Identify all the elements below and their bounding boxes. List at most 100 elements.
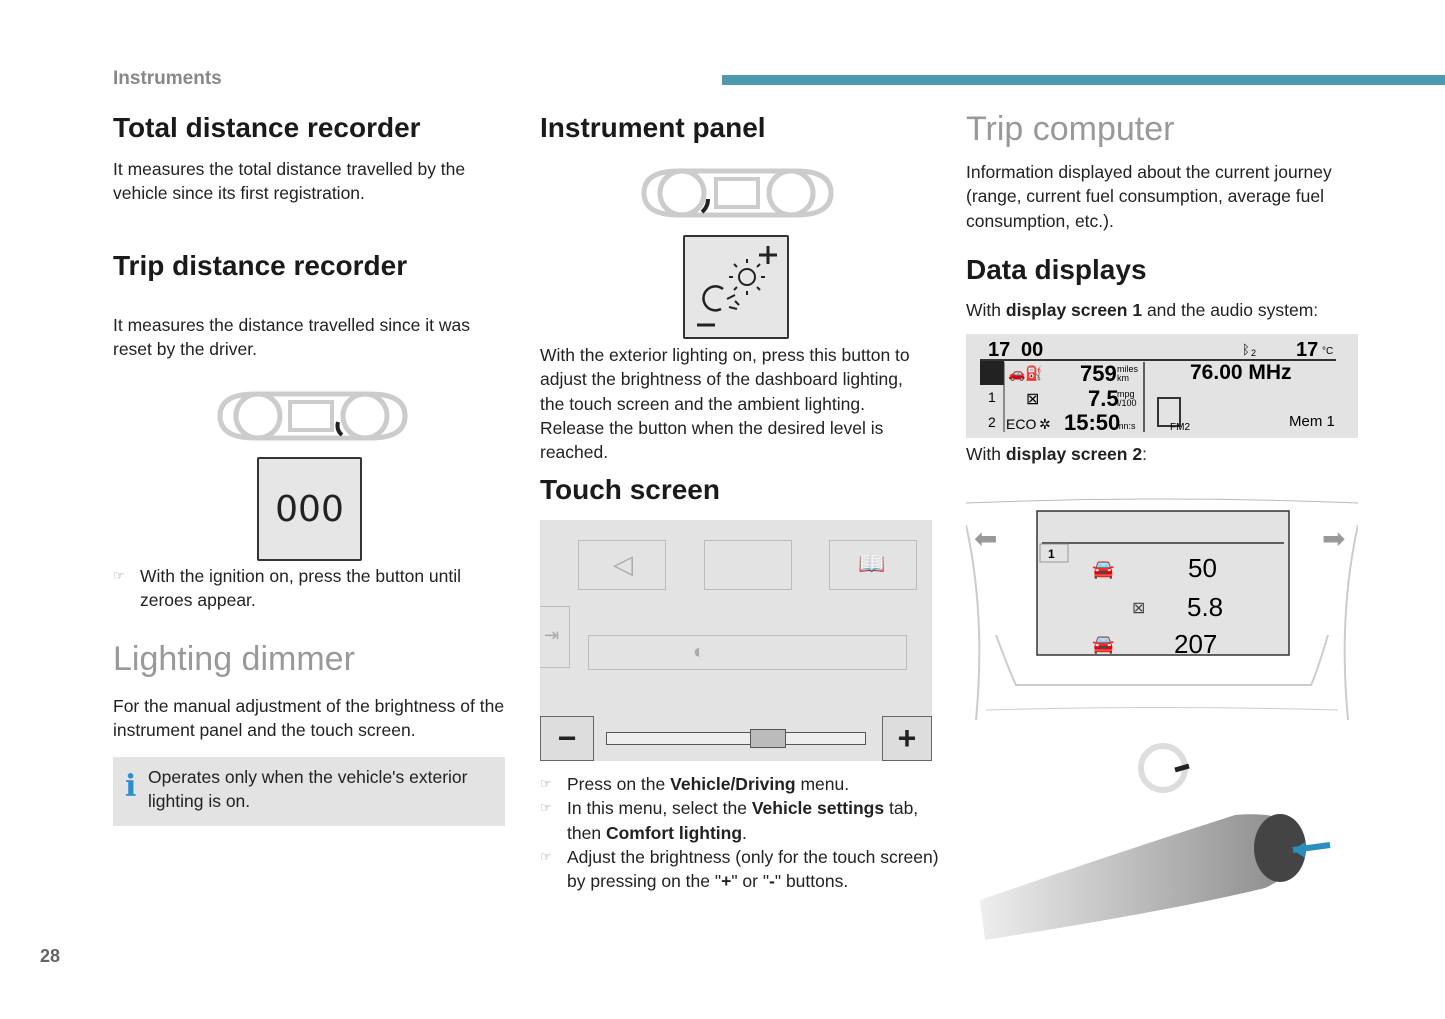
car-distance-icon: 🚘	[1092, 634, 1114, 654]
speaker-icon: ◁	[613, 549, 633, 579]
radio-icon	[1157, 397, 1181, 427]
page-number: 28	[40, 946, 61, 966]
range-unit-km: km	[1117, 373, 1129, 383]
hand-pointer-icon: ☞	[540, 800, 552, 816]
clock-hour: 17	[988, 339, 1010, 361]
left-arrow-icon: ⬅	[974, 523, 997, 554]
section-label: Instruments	[113, 68, 222, 89]
range-value: 759	[1080, 361, 1117, 386]
total-distance-text: It measures the total distance travelled…	[113, 159, 466, 204]
reset-button-label: 000	[275, 489, 344, 530]
memory-preset: Mem 1	[1289, 413, 1335, 430]
brightness-slider[interactable]	[606, 729, 866, 748]
info-book-tile[interactable]: 📖	[829, 540, 917, 590]
trip-computer-title: Trip computer	[966, 110, 1175, 148]
info-icon: i	[125, 769, 137, 804]
info-box: i Operates only when the vehicle's exter…	[113, 757, 505, 826]
avg-consumption-value: 5.8	[1187, 592, 1223, 622]
touch-step: ☞ Adjust the brightness (only for the tou…	[540, 845, 940, 894]
contrast-icon: ◐	[693, 641, 706, 663]
cons-unit-l100: l/100	[1117, 398, 1137, 408]
display-screen-1: 17 00 ᛒ 2 17 °C 1 2 🚗⛽ 759 miles km ⊠ 7.…	[966, 334, 1358, 438]
touch-screen-illustration: ◁ 📖 ⇥ ◐ − +	[540, 520, 932, 761]
step-text: .	[742, 822, 747, 843]
car-range-icon: 🚗⛽	[1008, 365, 1043, 382]
slider-thumb[interactable]	[750, 729, 787, 748]
instrument-panel-text: With the exterior lighting on, press thi…	[540, 345, 910, 463]
distance-value: 207	[1174, 629, 1217, 659]
temp-unit: °C	[1322, 346, 1333, 357]
data-displays-title: Data displays	[966, 254, 1147, 285]
bluetooth-icon: ᛒ	[1242, 342, 1250, 357]
lighting-dimmer-title: Lighting dimmer	[113, 640, 355, 678]
consumption-value: 7.5	[1088, 386, 1119, 411]
instrument-cluster-icon	[641, 168, 834, 218]
touch-step: ☞ In this menu, select the Vehicle settin…	[540, 796, 940, 845]
clock-minute: 00	[1021, 339, 1043, 361]
audio-settings-tile[interactable]: ◁	[578, 540, 666, 590]
hand-pointer-icon: ☞	[113, 568, 125, 583]
step-text: +	[721, 871, 732, 892]
reset-bullet-text: With the ignition on, press the button u…	[140, 566, 462, 611]
book-icon: 📖	[858, 551, 886, 576]
fuel-can-icon: ⊠	[1132, 600, 1145, 617]
screen2-caption: With display screen 2:	[966, 442, 1361, 466]
range-unit-miles: miles	[1117, 364, 1139, 374]
screen1-caption: With display screen 1 and the audio syst…	[966, 298, 1361, 322]
step-text: menu.	[795, 774, 850, 794]
outside-temp: 17	[1296, 339, 1318, 361]
bluetooth-count: 2	[1251, 348, 1256, 358]
dashboard-light-icon	[697, 246, 777, 327]
caption-bold: display screen 1	[1005, 300, 1143, 320]
row-2-label: 2	[988, 414, 996, 430]
blank-tile[interactable]	[704, 540, 792, 590]
brightness-panel: ◐	[588, 635, 907, 670]
hand-pointer-icon: ☞	[540, 848, 552, 864]
step-text: tab, then	[567, 798, 919, 843]
exit-icon: ⇥	[544, 625, 560, 645]
step-text: In this menu, select the	[567, 798, 752, 819]
screen2-tab: 1	[1048, 547, 1055, 561]
caption-text: and the audio system:	[1142, 300, 1319, 320]
step-text: Vehicle settings	[751, 798, 885, 819]
right-arrow-icon: ➡	[1322, 523, 1345, 554]
exit-tab[interactable]: ⇥	[540, 606, 570, 668]
car-tab-icon	[980, 361, 1004, 385]
instrument-panel-title: Instrument panel	[540, 112, 766, 143]
header-bar	[722, 75, 1445, 85]
trip-distance-text: It measures the distance travelled since…	[113, 315, 470, 360]
trip-reset-button[interactable]: 000	[257, 457, 362, 561]
stop-time: 15:50	[1064, 410, 1120, 435]
radio-band: FM2	[1170, 422, 1190, 433]
step-text: " buttons.	[774, 871, 849, 892]
stop-start-icon: ✲	[1039, 416, 1051, 432]
radio-frequency: 76.00 MHz	[1190, 361, 1292, 384]
minus-button[interactable]: −	[540, 716, 594, 761]
step-text: Comfort lighting	[605, 822, 743, 843]
lighting-stalk-illustration	[980, 743, 1331, 940]
hand-pointer-icon: ☞	[540, 776, 552, 791]
cons-unit-mpg: mpg	[1117, 389, 1135, 399]
fuel-can-icon: ⊠	[1026, 391, 1039, 408]
reset-bullet: ☞ With the ignition on, press the button …	[113, 564, 508, 613]
caption-text: :	[1142, 444, 1147, 464]
info-text: Operates only when the vehicle's exterio…	[148, 767, 468, 812]
touch-screen-steps: ☞ Press on the Vehicle/Driving menu. ☞ In t…	[540, 772, 940, 893]
caption-bold: display screen 2	[1005, 444, 1143, 464]
step-text: Press on the	[567, 774, 671, 794]
total-distance-title: Total distance recorder	[113, 112, 421, 143]
step-text: " or "	[731, 871, 770, 892]
trip-distance-title: Trip distance recorder	[113, 250, 408, 281]
step-text: Vehicle/Driving	[670, 774, 796, 794]
trip-computer-text: Information displayed about the current …	[966, 162, 1332, 231]
caption-text: With	[966, 300, 1006, 320]
step-text: Adjust the brightness (only for the touc…	[567, 846, 939, 892]
eco-label: ECO	[1006, 416, 1036, 432]
brightness-button[interactable]	[683, 235, 789, 339]
avg-speed-value: 50	[1188, 553, 1217, 583]
display-screen-2: ⬅ ➡ 1 🚘 50 ⊠ 5.8 🚘 207	[966, 498, 1358, 721]
touch-step: ☞ Press on the Vehicle/Driving menu.	[540, 772, 940, 796]
plus-button[interactable]: +	[882, 716, 932, 761]
caption-text: With	[966, 444, 1006, 464]
row-1-label: 1	[988, 389, 996, 405]
